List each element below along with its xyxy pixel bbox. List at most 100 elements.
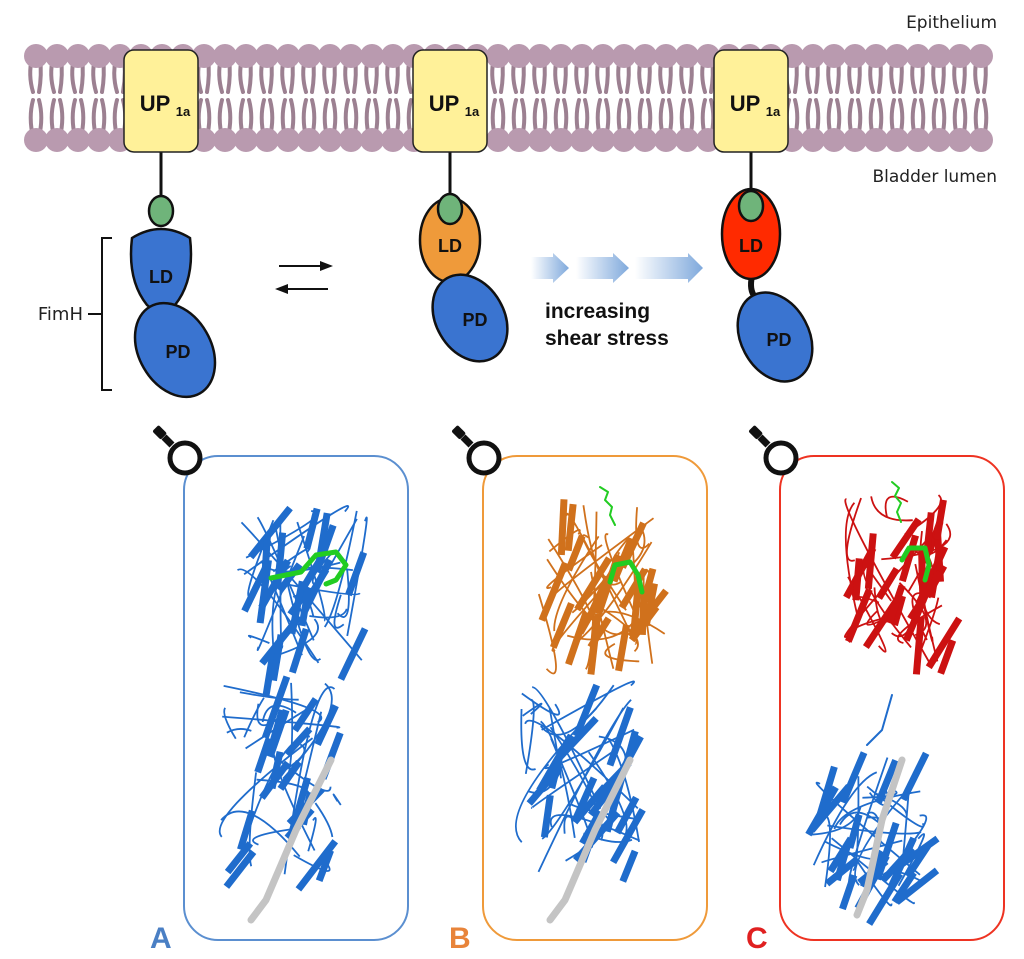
lipid bbox=[658, 98, 674, 134]
pd-label-c: PD bbox=[766, 330, 791, 350]
pd-label-b: PD bbox=[462, 310, 487, 330]
loop-segment bbox=[897, 604, 943, 644]
loop-segment bbox=[520, 708, 536, 771]
ribbon-segment bbox=[599, 486, 616, 526]
mannose-ligand bbox=[147, 194, 175, 228]
receptor-subscript: 1a bbox=[176, 104, 191, 119]
beta-strand bbox=[301, 558, 333, 613]
lipid bbox=[906, 128, 930, 152]
loop-segment bbox=[854, 789, 909, 886]
beta-strand bbox=[875, 566, 900, 600]
lipid bbox=[969, 128, 993, 152]
beta-strand bbox=[898, 534, 919, 583]
panel-letter: A bbox=[150, 922, 172, 955]
beta-strand bbox=[904, 843, 931, 879]
lipid bbox=[322, 98, 338, 134]
loop-segment bbox=[332, 793, 342, 806]
ribbon-segment bbox=[607, 559, 645, 595]
pilin-domain-c bbox=[736, 291, 814, 383]
lipid bbox=[910, 98, 926, 134]
beta-strand bbox=[933, 499, 947, 540]
loop-segment bbox=[307, 817, 317, 852]
mannose-ligand bbox=[737, 189, 765, 223]
beta-strand bbox=[262, 649, 277, 696]
lipid bbox=[360, 128, 384, 152]
beta-strand bbox=[277, 760, 302, 791]
beta-strand bbox=[345, 551, 368, 597]
beta-strand bbox=[565, 534, 586, 572]
pilin-domain-b bbox=[431, 273, 509, 363]
lipid bbox=[276, 44, 300, 68]
lipid bbox=[507, 128, 531, 152]
lipid bbox=[238, 98, 254, 134]
lipid bbox=[343, 98, 359, 134]
lipid bbox=[381, 128, 405, 152]
beta-strand bbox=[295, 839, 339, 892]
lipid bbox=[591, 128, 615, 152]
ribbon-segment bbox=[546, 756, 634, 924]
beta-strand bbox=[259, 614, 303, 666]
receptor-label: UP bbox=[730, 91, 761, 116]
lipid bbox=[213, 44, 237, 68]
beta-strand bbox=[925, 616, 963, 670]
loop-segment bbox=[642, 568, 654, 664]
loop-segment bbox=[256, 535, 305, 652]
loop-segment bbox=[222, 715, 341, 729]
loop-segment bbox=[635, 507, 650, 549]
loop-segment bbox=[346, 516, 368, 637]
equilibrium-arrows-icon bbox=[275, 261, 333, 294]
beta-strand bbox=[258, 558, 292, 610]
loop-segment bbox=[811, 806, 862, 836]
lipid bbox=[948, 128, 972, 152]
lipid bbox=[570, 44, 594, 68]
ribbon-segment bbox=[268, 549, 349, 587]
lipid bbox=[679, 98, 695, 134]
protein-ribbon-structure bbox=[514, 486, 669, 924]
lipid bbox=[255, 128, 279, 152]
lipid bbox=[826, 98, 842, 134]
lipid bbox=[234, 128, 258, 152]
lipid bbox=[318, 128, 342, 152]
fimh-label: FimH bbox=[38, 304, 83, 325]
lipid bbox=[276, 128, 300, 152]
lipid bbox=[633, 128, 657, 152]
beta-strand bbox=[268, 751, 284, 790]
lipid bbox=[654, 128, 678, 152]
loop-segment bbox=[546, 544, 603, 589]
lipid bbox=[885, 128, 909, 152]
magnifier-icon bbox=[749, 425, 799, 476]
beta-strand bbox=[900, 751, 930, 802]
beta-strand bbox=[864, 533, 877, 590]
pd-label-a: PD bbox=[165, 342, 190, 362]
beta-strand bbox=[814, 765, 838, 825]
beta-strand bbox=[619, 849, 639, 883]
ribbon-segment bbox=[891, 481, 902, 523]
lipid bbox=[843, 128, 867, 152]
structure-panel-a: A bbox=[150, 425, 409, 955]
lipid bbox=[385, 98, 401, 134]
beta-strand bbox=[550, 602, 575, 649]
loop-segment bbox=[226, 728, 252, 734]
lipid bbox=[45, 44, 69, 68]
lipid bbox=[654, 44, 678, 68]
lipid bbox=[595, 98, 611, 134]
lipid bbox=[486, 128, 510, 152]
lipid bbox=[952, 98, 968, 134]
lipid bbox=[66, 44, 90, 68]
beta-strand bbox=[889, 517, 922, 560]
loop-segment bbox=[243, 505, 350, 575]
lipid bbox=[507, 44, 531, 68]
receptor-box bbox=[123, 49, 199, 153]
receptor-subscript: 1a bbox=[465, 104, 480, 119]
lipid bbox=[486, 44, 510, 68]
lipid bbox=[549, 128, 573, 152]
lipid bbox=[87, 128, 111, 152]
lipid bbox=[612, 128, 636, 152]
receptor-box bbox=[713, 49, 789, 153]
lipid bbox=[66, 128, 90, 152]
shear-label-line2: shear stress bbox=[545, 327, 669, 350]
lipid bbox=[889, 98, 905, 134]
